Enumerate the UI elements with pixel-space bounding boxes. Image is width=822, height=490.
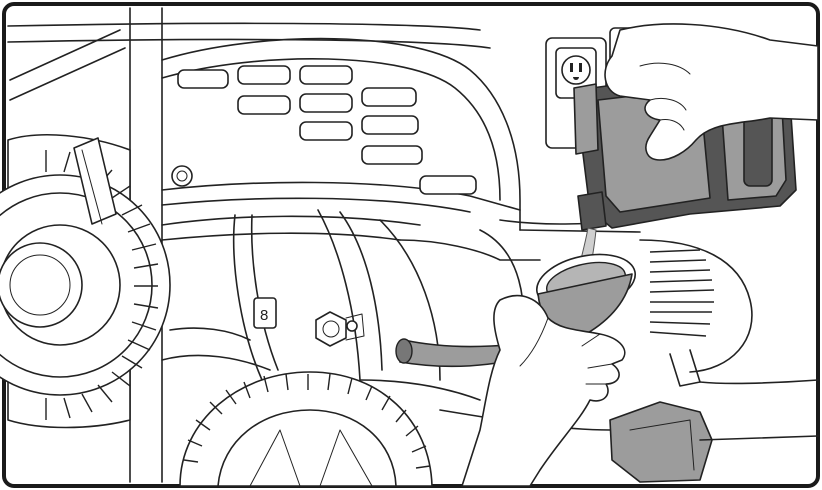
alternator-fins xyxy=(639,239,819,387)
recoil-starter-assembly xyxy=(0,134,171,429)
callout-bracket xyxy=(253,297,277,329)
holding-hand xyxy=(461,294,626,487)
oil-fill-plug xyxy=(315,311,365,347)
callout-digit-label: 8 xyxy=(260,307,268,324)
wheel xyxy=(179,371,433,487)
crankcase-housing: 8 xyxy=(161,209,541,441)
cooling-vents xyxy=(177,65,477,195)
pouring-hand xyxy=(604,23,819,161)
